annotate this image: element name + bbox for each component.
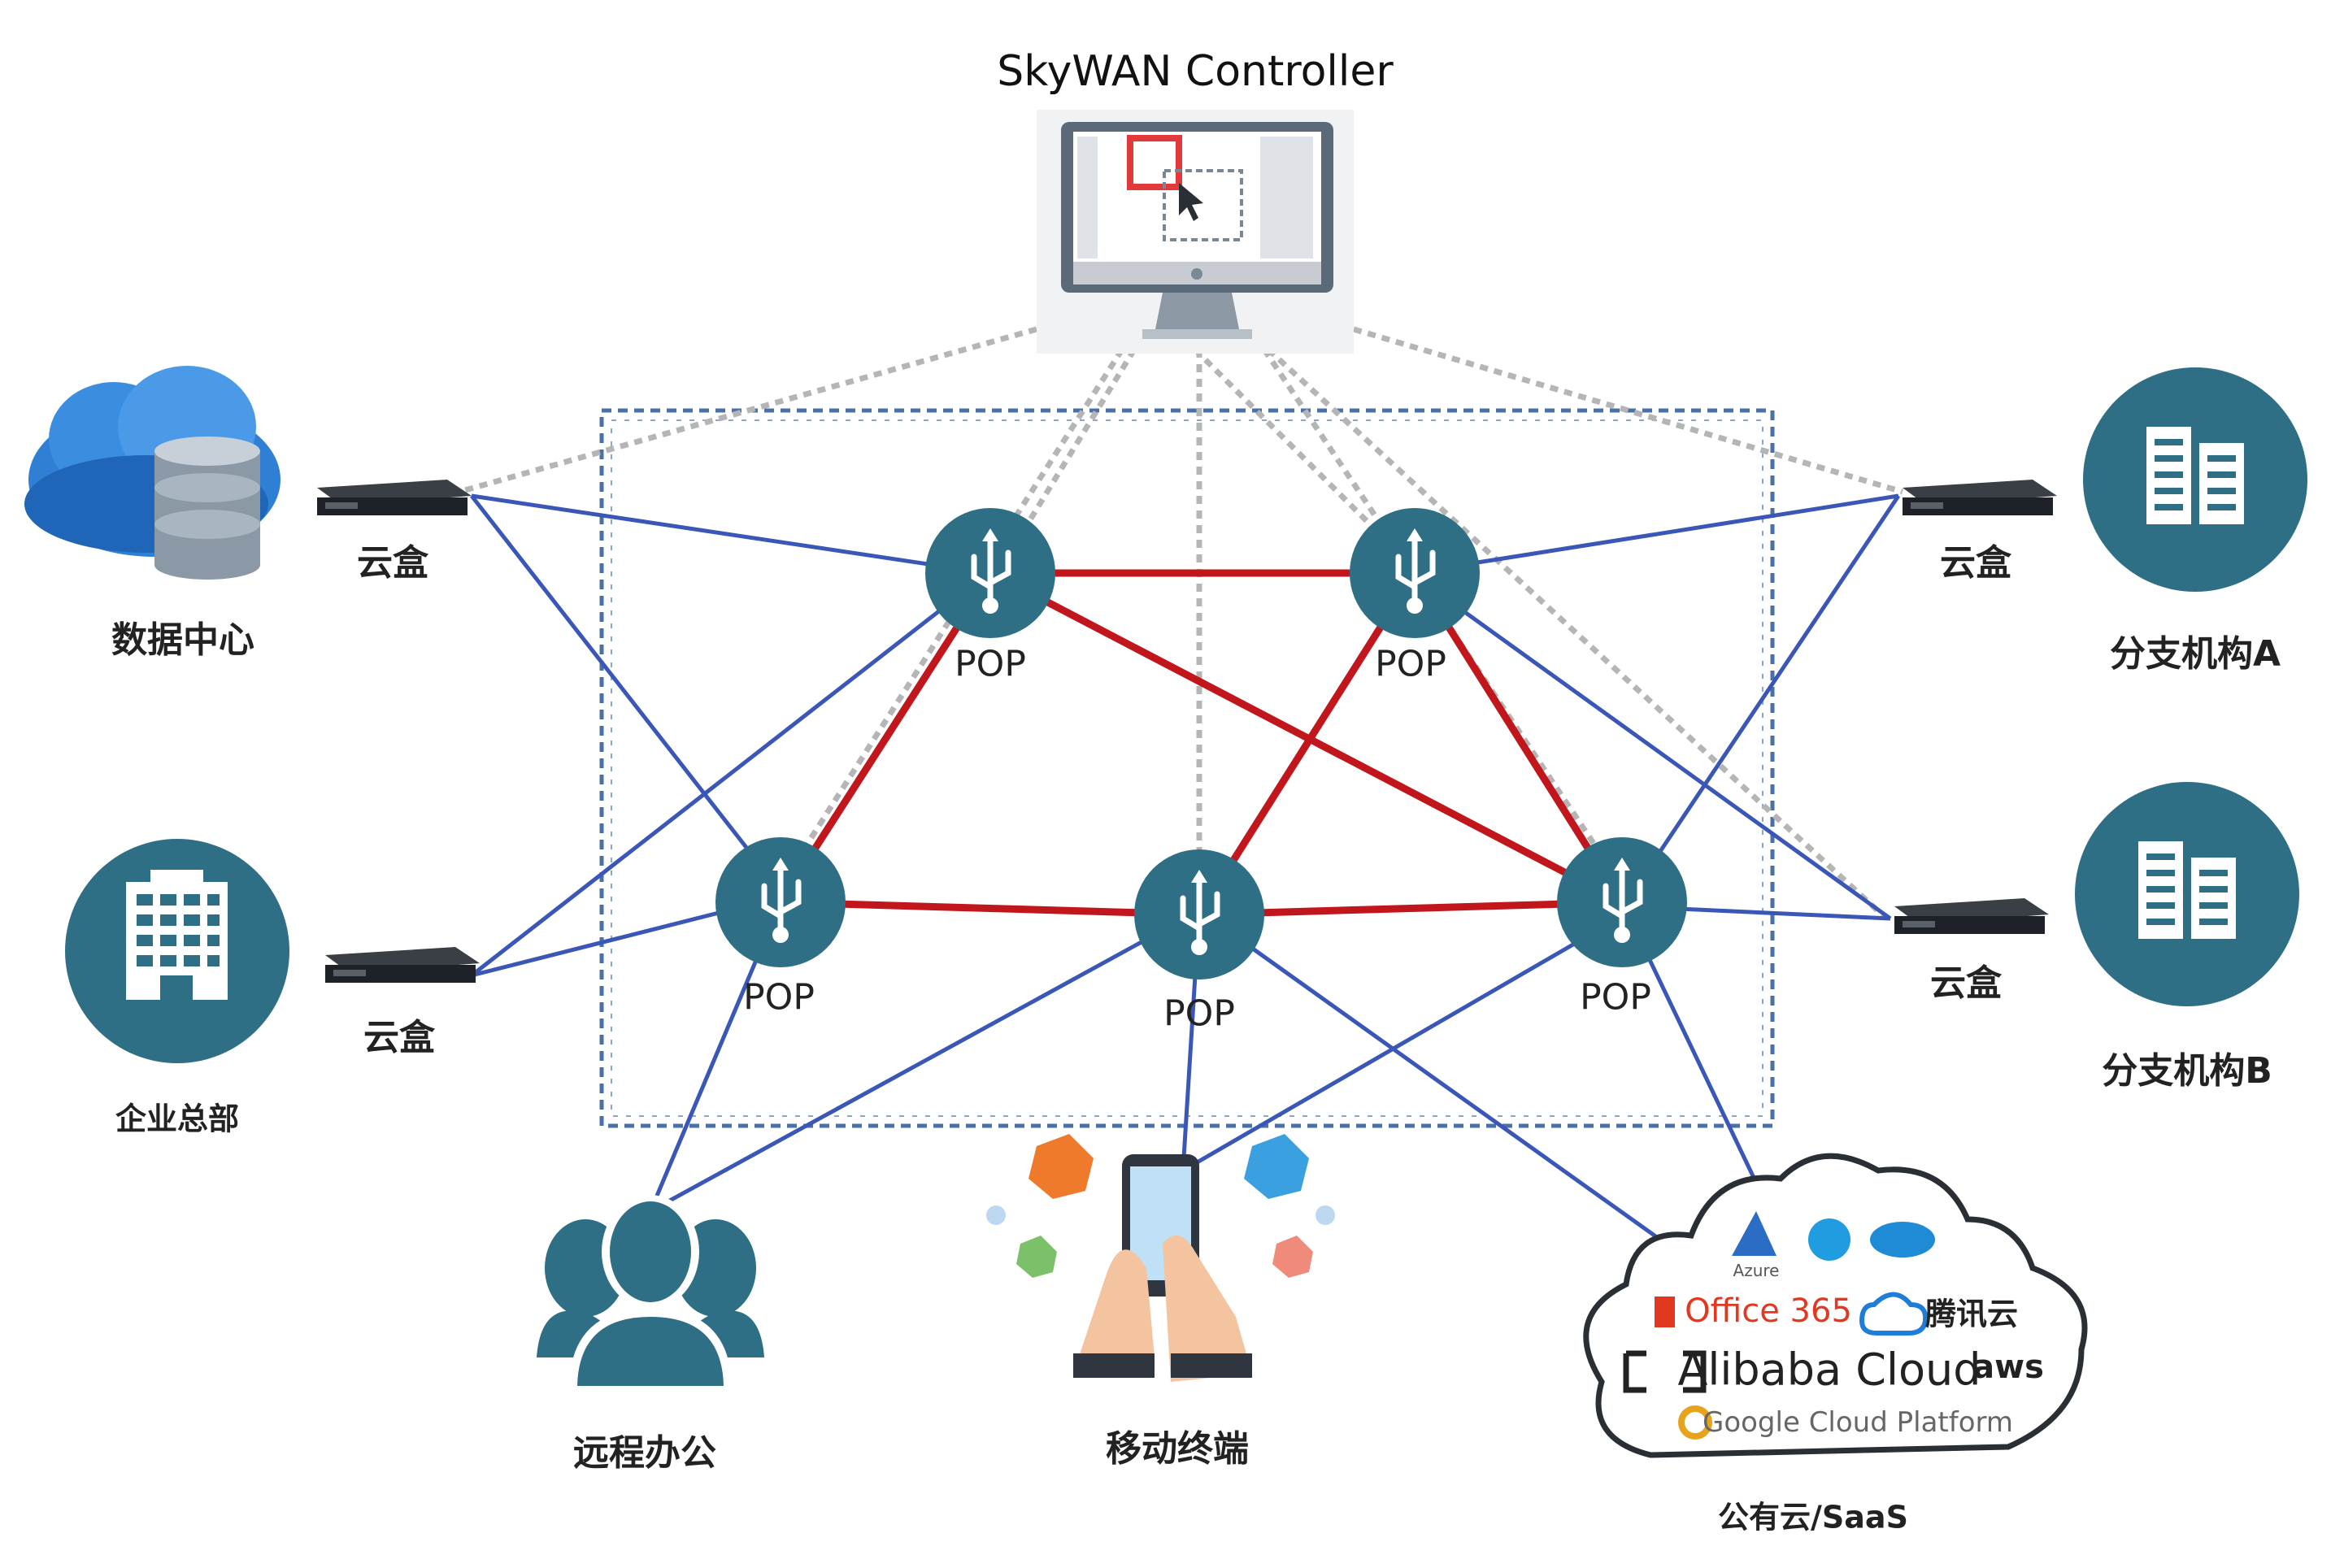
brand-azure: Azure: [1733, 1261, 1780, 1280]
people-group-icon: [537, 1195, 764, 1390]
cloud-box-label: 云盒: [363, 1017, 435, 1058]
site-label-mobile: 移动终端: [1106, 1428, 1249, 1470]
cloud-box-label: 云盒: [357, 542, 428, 584]
server-box-icon: [317, 480, 472, 515]
office-building-icon: [65, 839, 289, 1063]
cloud-box-label: 云盒: [1930, 962, 2002, 1004]
brand-aws: aws: [1972, 1349, 2044, 1386]
pop-node-top-right: [1350, 508, 1480, 638]
site-label-branch-b: 分支机构B: [2102, 1050, 2272, 1092]
site-label-hq: 企业总部: [115, 1101, 240, 1137]
server-box-icon: [1894, 898, 2049, 934]
controller-links: [459, 326, 1903, 921]
pop-label: POP: [1580, 976, 1651, 1019]
site-label-datacenter: 数据中心: [111, 619, 254, 661]
pop-label: POP: [955, 643, 1026, 685]
mobile-phone-hand-icon: [986, 1134, 1335, 1382]
controller-title: SkyWAN Controller: [997, 47, 1394, 96]
pop-node-bottom-center: [1134, 849, 1264, 979]
database-cloud-icon: [24, 366, 280, 580]
site-label-branch-a: 分支机构A: [2109, 633, 2281, 675]
branch-building-icon: [2075, 782, 2299, 1006]
site-label-remote: 远程办公: [573, 1432, 716, 1474]
branch-building-icon: [2083, 367, 2307, 592]
pop-label: POP: [1375, 643, 1446, 685]
site-label-public-cloud: 公有云/SaaS: [1718, 1499, 1908, 1535]
brand-tencent: 腾讯云: [1924, 1296, 2019, 1332]
pop-node-top-left: [925, 508, 1055, 638]
cloud-box-label: 云盒: [1940, 542, 2011, 584]
server-box-icon: [325, 947, 480, 983]
pop-label: POP: [1163, 992, 1235, 1035]
pop-label: POP: [743, 976, 815, 1019]
pop-node-bottom-left: [715, 837, 846, 967]
brand-office365: Office 365: [1685, 1292, 1852, 1330]
saas-cloud-icon: [1583, 1153, 2088, 1458]
server-box-icon: [1903, 480, 2057, 515]
pop-node-bottom-right: [1557, 837, 1687, 967]
brand-google-cloud: Google Cloud Platform: [1702, 1406, 2014, 1439]
brand-alibaba: Alibaba Cloud: [1677, 1344, 1981, 1396]
monitor-icon: [1037, 110, 1354, 354]
